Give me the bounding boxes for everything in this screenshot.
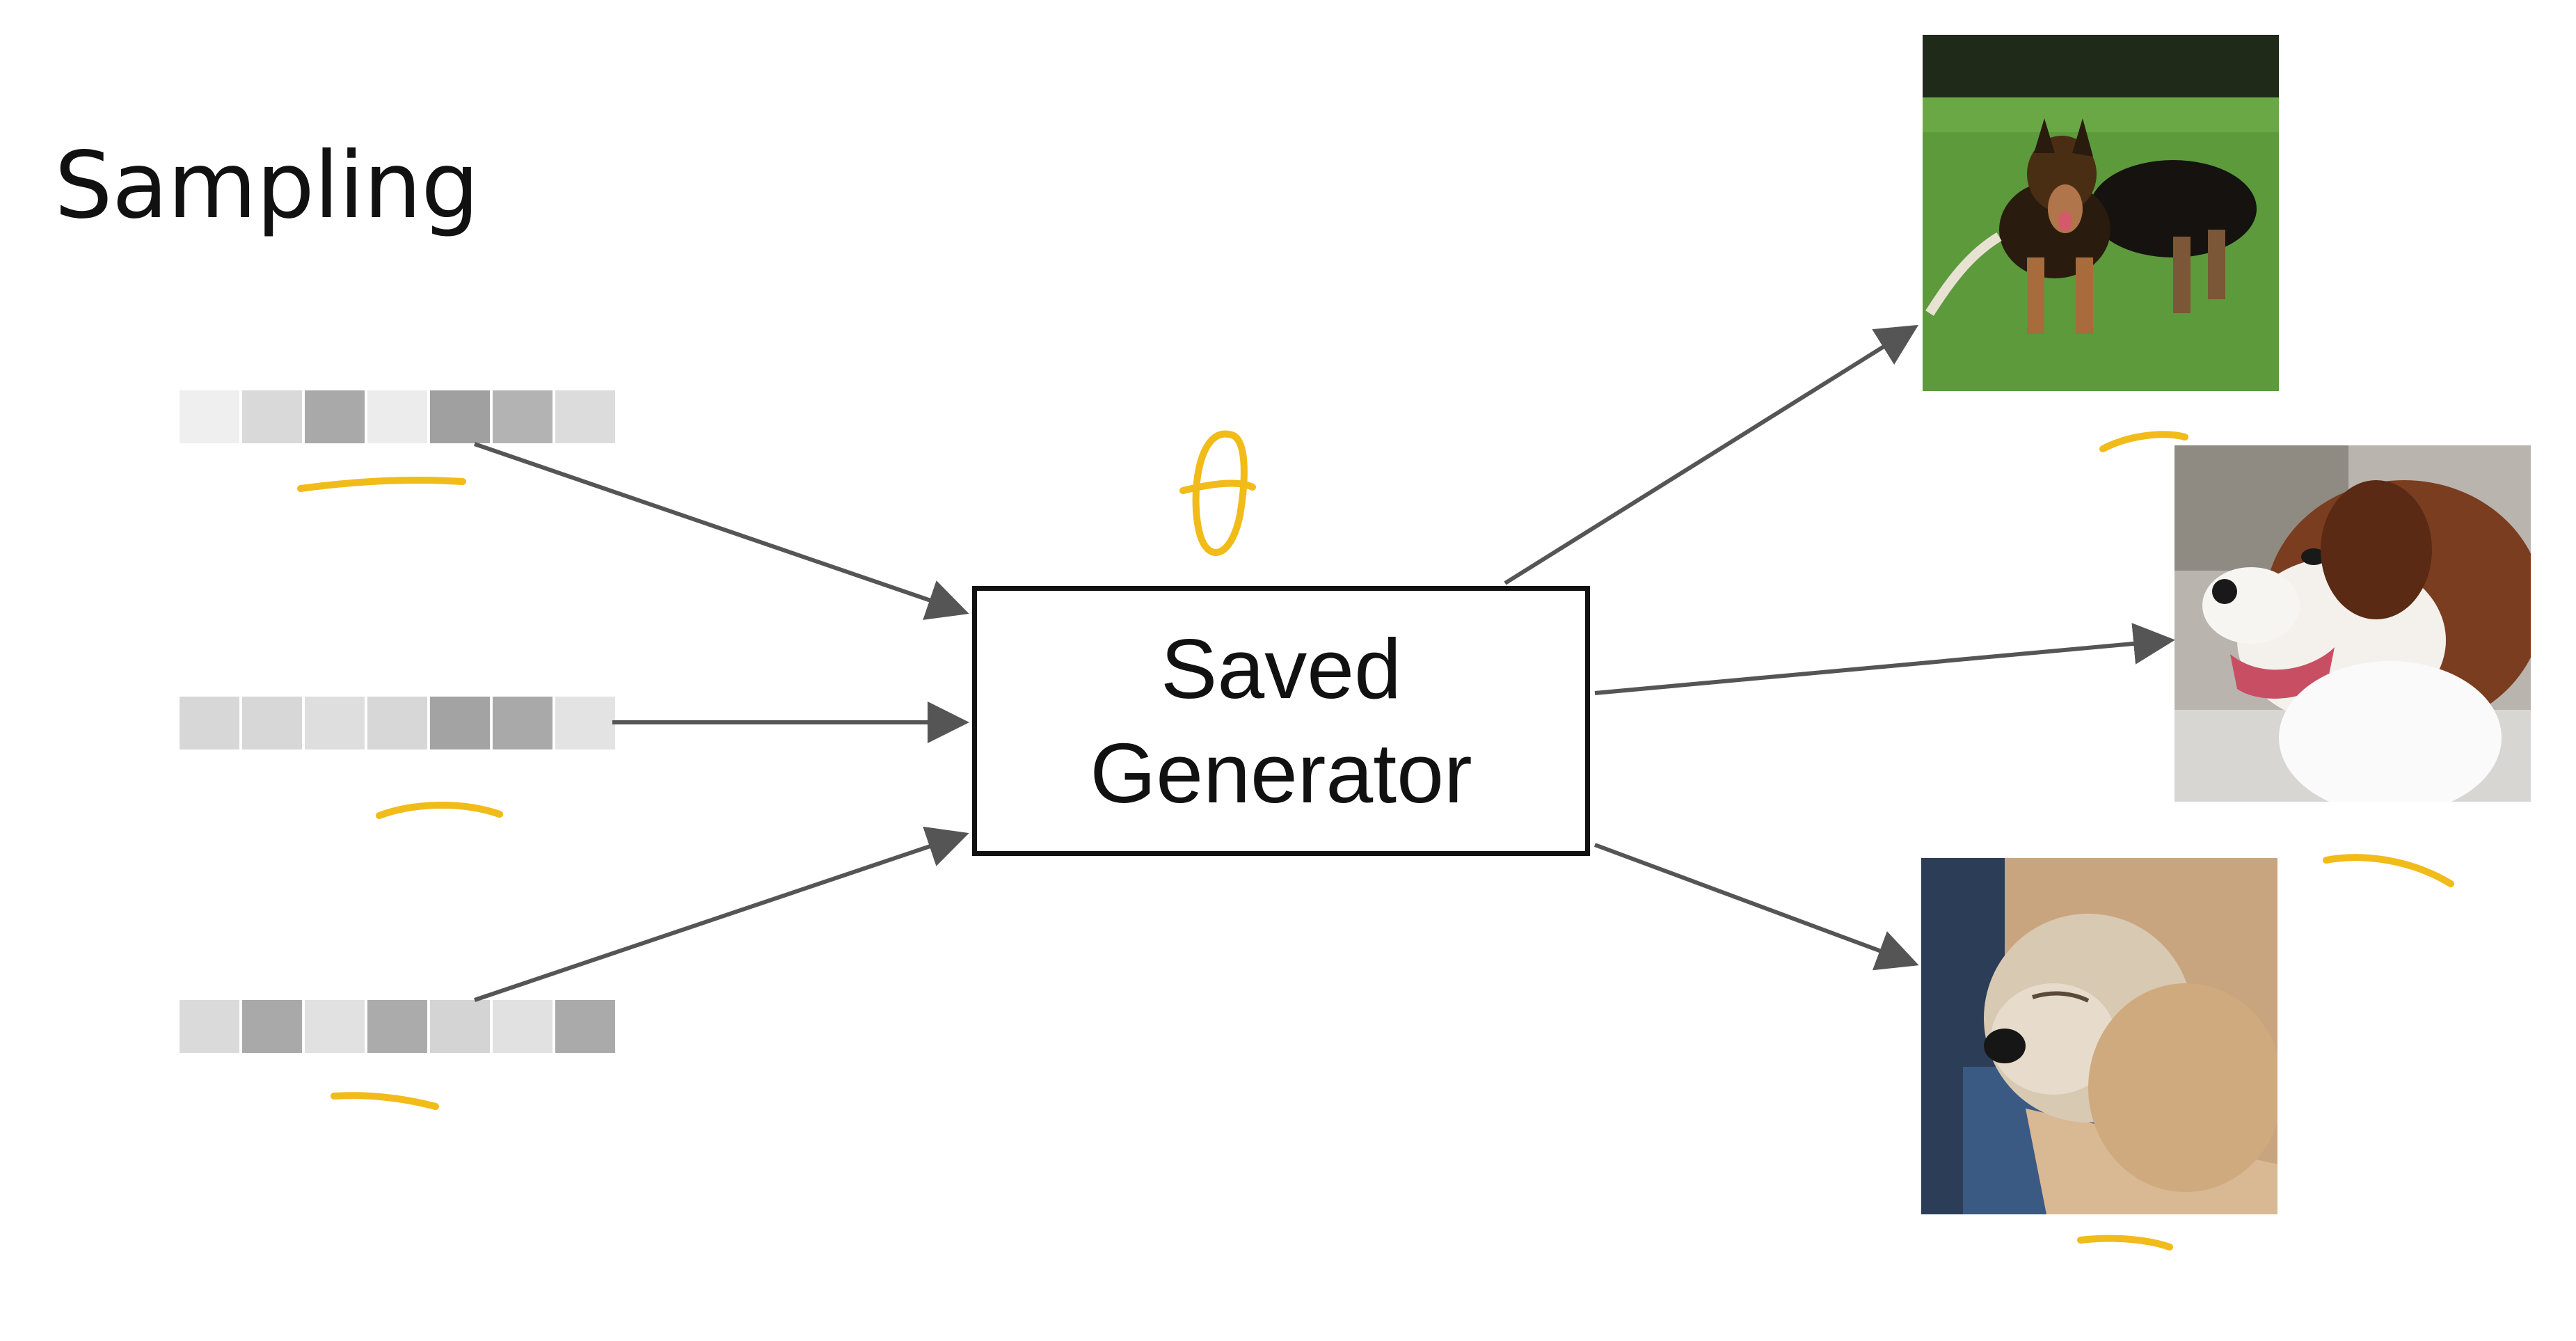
highlight-underline-1 — [297, 477, 466, 492]
noise-cell — [242, 390, 302, 443]
noise-cell — [555, 390, 615, 443]
noise-cell — [242, 697, 302, 749]
fluffy-terrier-dog-image — [1921, 858, 2277, 1214]
noise-cell — [180, 390, 239, 443]
noise-cell — [555, 697, 615, 749]
saved-generator-box: Saved Generator — [972, 586, 1590, 856]
noise-cell — [180, 697, 239, 749]
noise-cell — [305, 697, 365, 749]
noise-cell — [493, 1000, 552, 1053]
arrow-generator-to-image2 — [1594, 623, 2175, 695]
arrow-vector3-to-generator — [474, 826, 969, 1002]
noise-cell — [242, 1000, 302, 1053]
highlight-underline-2 — [376, 802, 503, 819]
saint-bernard-dog-image — [2175, 445, 2531, 802]
slide-title: Sampling — [54, 132, 479, 239]
noise-cell — [367, 390, 427, 443]
noise-cell — [430, 1000, 490, 1053]
highlight-mark-image2 — [2323, 854, 2454, 887]
arrow-vector1-to-generator — [474, 442, 969, 620]
noise-vector-3 — [180, 1000, 618, 1053]
generator-label-line1: Saved — [1161, 621, 1401, 716]
noise-cell — [493, 390, 552, 443]
arrow-generator-to-image1 — [1504, 324, 1919, 585]
noise-cell — [493, 697, 552, 749]
noise-vector-2 — [180, 697, 618, 749]
noise-cell — [367, 697, 427, 749]
theta-symbol — [1179, 430, 1256, 556]
noise-cell — [305, 390, 365, 443]
noise-cell — [367, 1000, 427, 1053]
noise-cell — [555, 1000, 615, 1053]
highlight-underline-3 — [331, 1092, 439, 1110]
generator-label-line2: Generator — [1090, 726, 1472, 820]
noise-vector-1 — [180, 390, 618, 443]
noise-cell — [180, 1000, 239, 1053]
highlight-mark-image1 — [2099, 431, 2188, 452]
highlight-mark-image3 — [2077, 1235, 2173, 1251]
arrow-generator-to-image3 — [1593, 843, 1919, 971]
noise-cell — [430, 390, 490, 443]
german-shepherd-dogs-image — [1923, 35, 2279, 391]
noise-cell — [430, 697, 490, 749]
noise-cell — [305, 1000, 365, 1053]
